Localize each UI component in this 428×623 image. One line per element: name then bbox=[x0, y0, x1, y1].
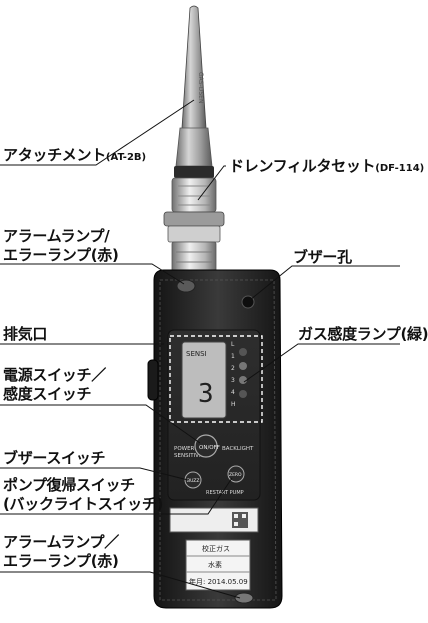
antenna-text: GAS-DSEN bbox=[197, 72, 204, 103]
sticker-line1: 校正ガス bbox=[202, 544, 230, 553]
restart-pump-label: RESTART PUMP bbox=[206, 490, 244, 496]
level-lamp-column bbox=[239, 348, 247, 398]
sensitivity-label: SENSITIVITY bbox=[174, 453, 208, 459]
level-number: H bbox=[231, 401, 236, 408]
sticker-line2: 水素 bbox=[208, 560, 222, 569]
label-buzzer-hole: ブザー孔 bbox=[293, 248, 352, 266]
label-pump-reset: ポンプ復帰スイッチ (バックライトスイッチ) bbox=[3, 476, 164, 513]
device-case: SENSI 3 L 1 2 3 4H POWER SENSITIVITY BACKLIG… bbox=[147, 269, 283, 609]
display-highlight-box bbox=[169, 335, 263, 423]
level-number: L bbox=[231, 341, 235, 348]
label-gas-sensitivity-lamp: ガス感度ランプ(緑) bbox=[298, 325, 428, 343]
level-number: 4 bbox=[231, 389, 235, 396]
leader-lines bbox=[0, 99, 400, 599]
calibration-sticker bbox=[185, 539, 251, 591]
label-alarm-lamp-top: アラームランプ/ エラーランプ(赤) bbox=[3, 227, 119, 264]
power-button-label: ON/OFF bbox=[199, 445, 220, 451]
label-exhaust: 排気口 bbox=[3, 325, 48, 343]
label-power-switch: 電源スイッチ／ 感度スイッチ bbox=[3, 366, 106, 403]
level-number: 2 bbox=[231, 365, 235, 372]
power-button[interactable]: ON/OFF bbox=[194, 434, 220, 458]
power-label: POWER bbox=[174, 446, 195, 452]
buzzer-button-label: BUZZ bbox=[187, 478, 199, 484]
sticker-date: 年月: 2014.05.09 bbox=[189, 577, 248, 586]
level-number: 1 bbox=[231, 353, 235, 360]
level-number: 3 bbox=[231, 377, 235, 384]
level-numbers: L 1 2 3 4H bbox=[231, 341, 236, 408]
pump-reset-button-label: ZERO bbox=[229, 472, 242, 478]
label-attachment: アタッチメント(AT-2B) bbox=[3, 146, 147, 164]
buzzer-button[interactable]: BUZZ bbox=[184, 471, 202, 489]
drain-filter-set bbox=[163, 127, 225, 273]
backlight-label: BACKLIGHT bbox=[222, 446, 254, 452]
label-buzzer-switch: ブザースイッチ bbox=[3, 449, 106, 467]
lcd-digit: 3 bbox=[198, 379, 214, 409]
lcd-small-text: SENSI bbox=[186, 350, 207, 358]
antenna-attachment: GAS-DSEN bbox=[181, 5, 207, 136]
label-drain-filter: ドレンフィルタセット(DF-114) bbox=[229, 157, 425, 175]
label-alarm-lamp-bottom: アラームランプ／ エラーランプ(赤) bbox=[3, 533, 119, 570]
